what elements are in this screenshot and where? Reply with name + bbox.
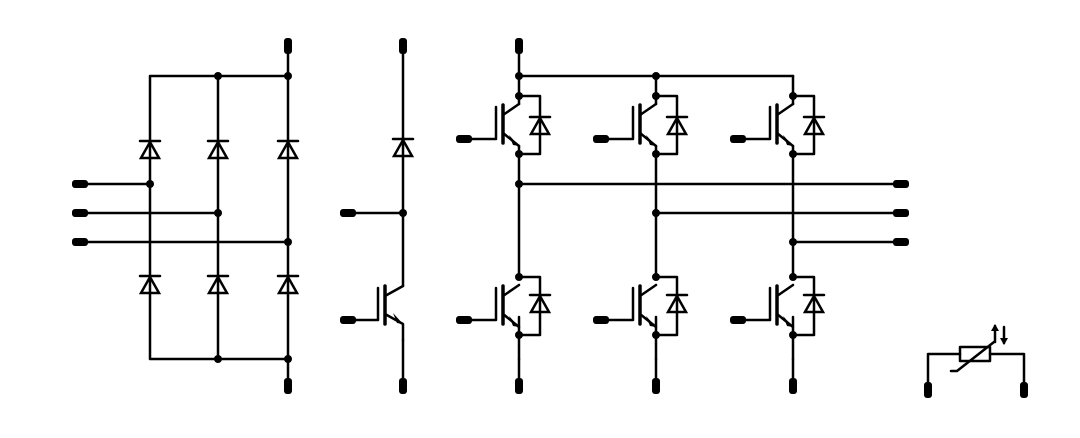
thermistor-icon [949,324,1008,373]
terminal-pin [730,135,746,143]
inverter-leg-3 [738,74,826,361]
diode-icon [138,139,162,160]
terminal-pin [340,209,356,217]
igbt-icon [738,273,826,339]
diode-icon [276,274,300,295]
terminal-pin [652,378,660,394]
terminal-pin [340,316,356,324]
brake-chopper [340,38,415,394]
terminal-pin [456,135,472,143]
terminal-pin [893,180,909,188]
terminal-pin [924,382,932,398]
rectifier-bridge [72,38,300,394]
igbt-icon [601,92,689,158]
terminal-pin [593,316,609,324]
inverter-leg-1 [464,74,552,361]
terminal-pin [593,135,609,143]
igbt-icon [738,92,826,158]
terminal-pin [1020,382,1028,398]
diode-icon [138,274,162,295]
terminal-pin [789,378,797,394]
terminal-pin [399,378,407,394]
diode-icon [206,139,230,160]
terminal-pin [284,38,292,54]
junction-dots [515,72,797,246]
terminal-pin [72,209,88,217]
terminal-pin [893,209,909,217]
igbt-icon [601,273,689,339]
igbt-icon [464,92,552,158]
inverter-bridge [456,38,909,394]
diode-icon [206,274,230,295]
terminal-pin [893,238,909,246]
junction-dots [146,72,292,363]
ntc-thermistor [924,324,1028,398]
terminal-pin [456,316,472,324]
terminal-pin [515,38,523,54]
terminal-pin [515,378,523,394]
inverter-leg-2 [601,74,689,361]
igbt-icon [464,273,552,339]
terminal-pin [72,180,88,188]
igbt-icon [348,284,405,342]
terminal-pin [72,238,88,246]
terminal-pin [284,378,292,394]
diode-icon [276,139,300,160]
diode-icon [391,137,415,158]
terminal-pin [730,316,746,324]
terminal-pin [399,38,407,54]
